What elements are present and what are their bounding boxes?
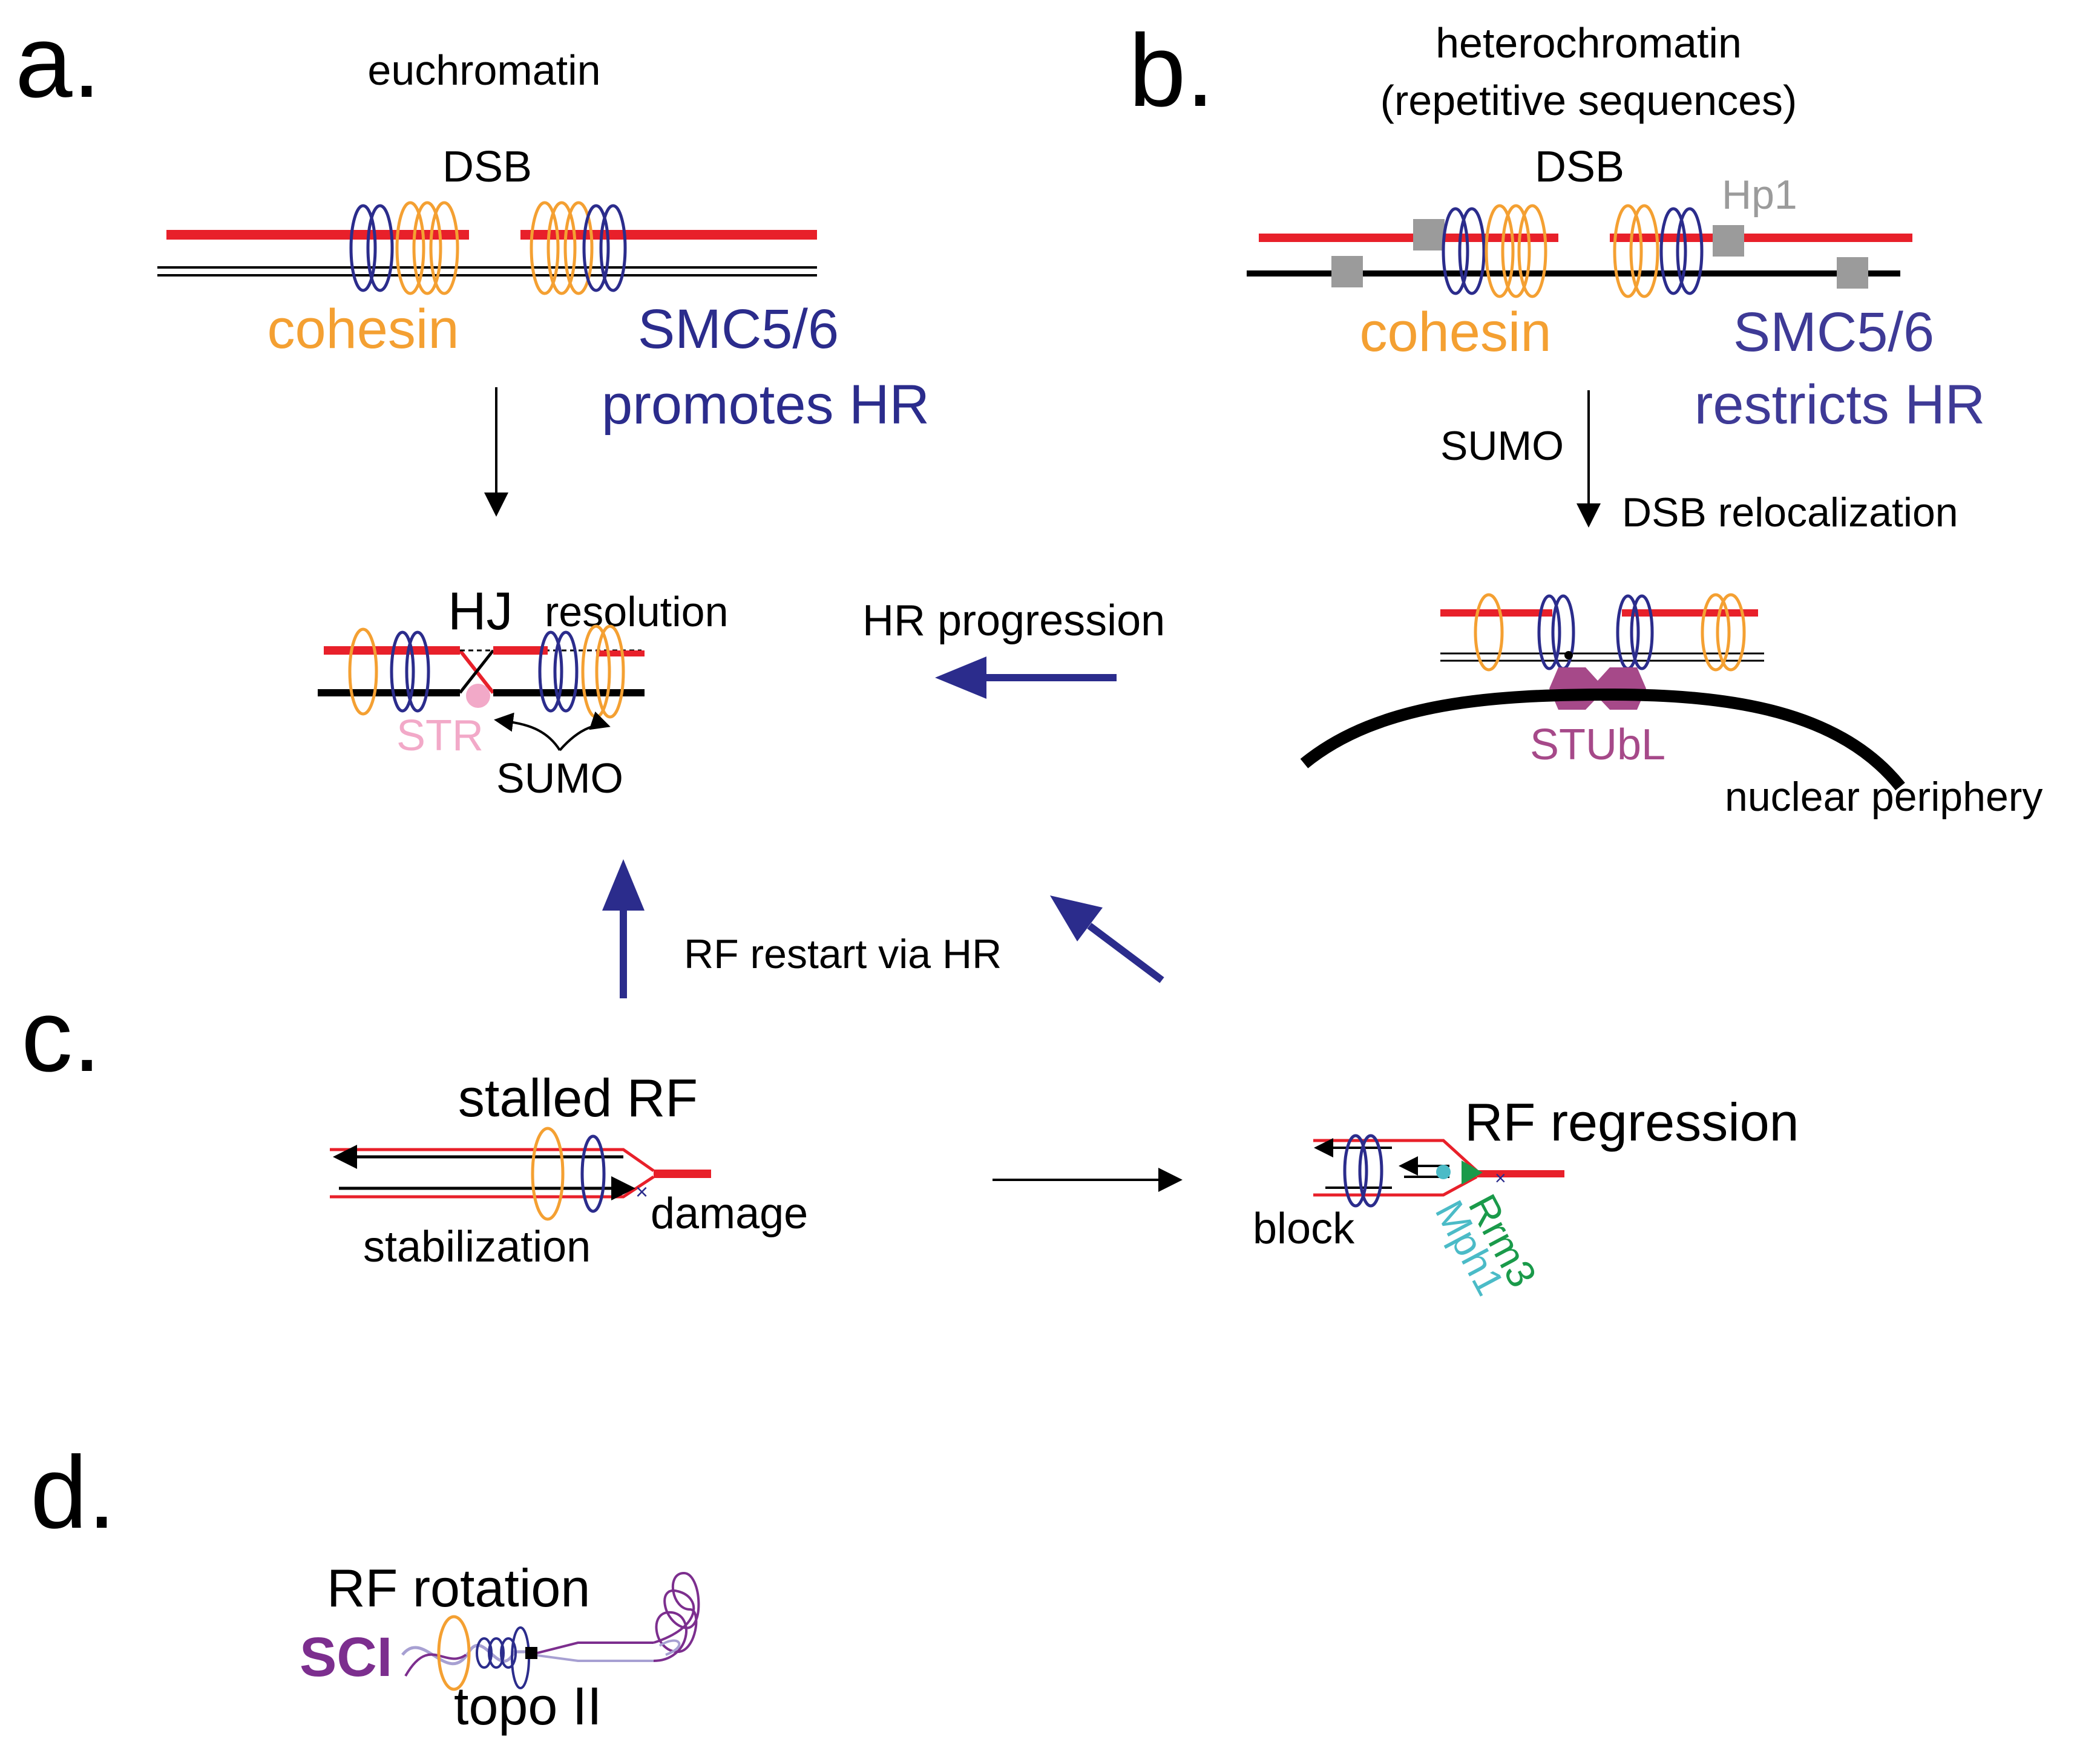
mph1-protein <box>1436 1165 1451 1179</box>
cohesin-rings-right-a <box>530 201 594 295</box>
dsb-chromatin-b <box>1247 204 1912 298</box>
smc56-rings-left-a <box>349 204 394 292</box>
rf-restart-arrow-up <box>602 859 645 998</box>
promotes-hr-label: promotes HR <box>602 374 930 436</box>
rf-rotation-label: RF rotation <box>327 1558 590 1618</box>
supercoiled-dna <box>653 1571 700 1662</box>
dsb-label-b: DSB <box>1535 143 1624 191</box>
panel-letter-b: b. <box>1129 13 1215 128</box>
dsb-label-a: DSB <box>442 143 532 191</box>
cohesin-label-b: cohesin <box>1359 301 1551 363</box>
panel-b: heterochromatin (repetitive sequences) D… <box>1247 19 2043 820</box>
cohesin-rings-left-a <box>395 201 459 295</box>
dsb-chromatin-a <box>157 201 817 295</box>
rotating-fork <box>401 1571 700 1691</box>
str-complex <box>466 684 490 708</box>
rf-regression-label: RF regression <box>1465 1092 1799 1152</box>
stalled-replication-fork: × <box>330 1127 711 1221</box>
stubl-label: STUbL <box>1530 721 1665 769</box>
stabilization-label: stabilization <box>363 1223 591 1271</box>
panel-c: RF restart via HR stalled RF × stabiliza… <box>330 859 1799 1302</box>
rrm3-protein <box>1462 1160 1483 1185</box>
cohesin-label-a: cohesin <box>267 298 459 360</box>
smc56-label-b: SMC5/6 <box>1733 301 1934 363</box>
sumo-label-hj: SUMO <box>496 754 623 802</box>
panel-letter-c: c. <box>21 978 101 1093</box>
nuclear-periphery-label: nuclear periphery <box>1725 774 2043 820</box>
stalled-rf-label: stalled RF <box>458 1068 698 1128</box>
sci-label: SCI <box>300 1626 392 1688</box>
panel-letter-a: a. <box>15 4 101 119</box>
euchromatin-label: euchromatin <box>367 47 600 94</box>
nuclear-periphery-membrane <box>1300 688 1905 791</box>
smc56-label-a: SMC5/6 <box>638 298 839 360</box>
svg-text:×: × <box>1495 1167 1506 1189</box>
heterochromatin-label: heterochromatin <box>1436 19 1742 67</box>
block-label: block <box>1253 1205 1355 1253</box>
dsb-relocalization-label: DSB relocalization <box>1622 489 1958 535</box>
sumo-label-b: SUMO <box>1440 423 1564 469</box>
panel-a: euchromatin DSB <box>157 47 930 517</box>
str-label: STR <box>396 712 484 760</box>
hr-progression-arrow <box>935 656 1117 699</box>
hp1-boxes <box>1331 219 1868 289</box>
smc56-rings-right-a <box>582 204 627 292</box>
panel-letter-d: d. <box>30 1435 116 1550</box>
hp1-label: Hp1 <box>1722 172 1797 218</box>
sumo-curl-arrows <box>494 712 561 751</box>
stubl-complex <box>1549 667 1646 710</box>
rf-restart-arrow-diag <box>1050 895 1164 983</box>
hj-resolution: HJ resolution STR <box>318 581 1165 802</box>
repetitive-sequences-label: (repetitive sequences) <box>1380 77 1797 124</box>
damage-label: damage <box>651 1190 808 1238</box>
hj-label: HJ <box>448 581 513 641</box>
panel-d: RF rotation SCI topo II <box>300 1558 700 1736</box>
svg-text:×: × <box>635 1179 648 1204</box>
regressed-fork: × <box>1313 1134 1564 1208</box>
topo-ii-label: topo II <box>454 1676 602 1736</box>
rf-restart-label: RF restart via HR <box>684 931 1002 977</box>
topo-ii-enzyme <box>525 1647 537 1659</box>
restricts-hr-label: restricts HR <box>1695 374 1985 436</box>
resolution-label: resolution <box>545 588 729 635</box>
hr-progression-label: HR progression <box>862 597 1165 645</box>
